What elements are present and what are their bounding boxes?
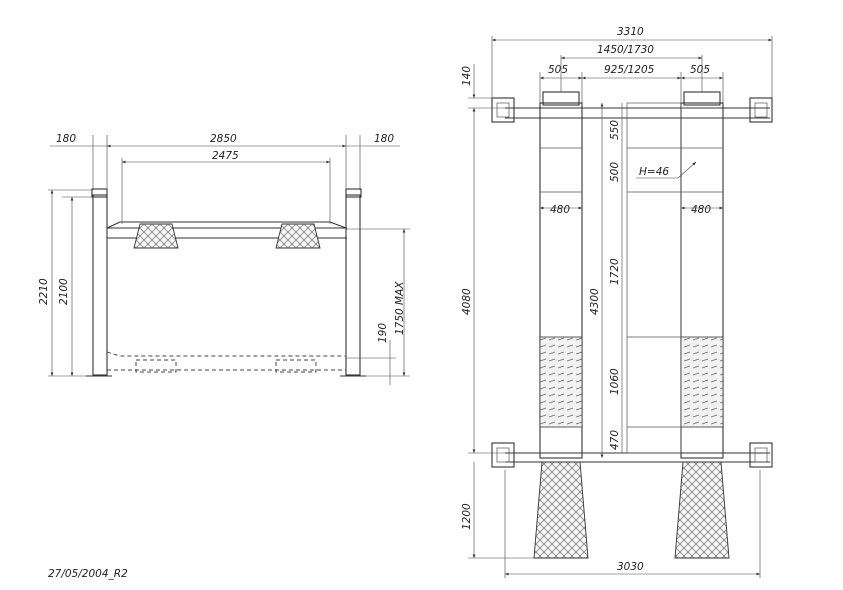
right-tire-block	[275, 223, 321, 249]
dim-plate-height: H=46	[639, 166, 669, 178]
top-view: 3310 1450/1730 925/1205 505 505 140 4080…	[461, 26, 773, 578]
left-runway	[539, 91, 583, 459]
left-ramp	[533, 461, 589, 559]
right-post	[340, 188, 366, 377]
dim-min-height: 190	[377, 323, 389, 343]
front-dimension-lines	[48, 135, 410, 385]
dim-seg-1720: 1720	[609, 258, 621, 285]
dim-plate-right: 480	[691, 204, 711, 216]
center-plates	[626, 102, 682, 454]
dim-plate-left: 480	[550, 204, 570, 216]
right-rear-hatch	[680, 336, 724, 428]
dim-runway-right: 505	[690, 64, 710, 76]
dim-runway-length: 4300	[589, 288, 601, 315]
dim-ramp-length: 1200	[461, 503, 473, 530]
dim-track-outer: 1450/1730	[597, 44, 654, 56]
dim-left-post: 180	[56, 133, 76, 145]
left-tire-block	[133, 223, 179, 249]
dim-runway-left: 505	[548, 64, 568, 76]
dim-base-width: 3030	[617, 561, 644, 573]
raised-platform	[106, 221, 347, 249]
dim-seg-550: 550	[609, 120, 621, 140]
dim-seg-1060: 1060	[609, 368, 621, 395]
dim-post-height: 2100	[58, 278, 70, 305]
dim-track-inner: 925/1205	[604, 64, 655, 76]
dim-right-post: 180	[374, 133, 394, 145]
dim-max-lift: 1750 MAX	[394, 281, 406, 335]
left-rear-hatch	[539, 336, 583, 428]
right-ramp	[674, 461, 730, 559]
front-view: 180 2850 180 2475 2210 2100 1750 MAX 190	[38, 133, 410, 385]
lowered-platform	[106, 351, 347, 373]
left-post	[86, 188, 112, 377]
dim-total-height: 2210	[38, 278, 50, 305]
right-runway	[680, 91, 724, 459]
dim-inner-width: 2475	[212, 150, 239, 162]
date-code: 27/05/2004_R2	[48, 568, 128, 580]
dim-outer-width: 2850	[210, 133, 237, 145]
dim-seg-500: 500	[609, 162, 621, 182]
rear-crossbeam	[491, 442, 773, 468]
dim-seg-470: 470	[609, 430, 621, 450]
dim-length: 4080	[461, 288, 473, 315]
top-dimension-lines	[468, 36, 773, 578]
front-crossbeam	[491, 97, 773, 123]
dim-overall-width: 3310	[617, 26, 644, 38]
dim-top-offset: 140	[461, 66, 473, 86]
